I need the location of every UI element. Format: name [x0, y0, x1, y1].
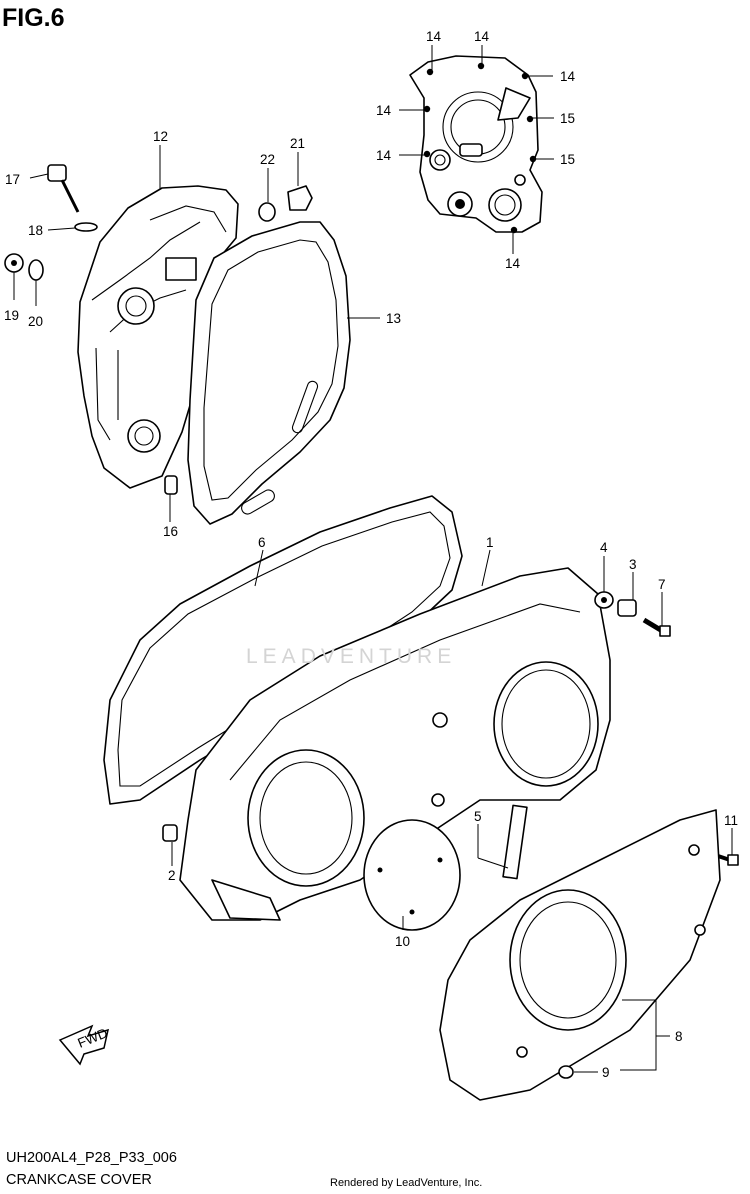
dowel-pin-16: [164, 475, 178, 495]
forward-arrow-icon: FWD: [58, 1024, 110, 1066]
seal-4: [594, 591, 614, 609]
leader-lines: [13, 45, 733, 1073]
callout-10: 10: [395, 934, 410, 949]
callout-14: 14: [560, 69, 576, 84]
dowel-2: [162, 824, 178, 842]
clutch-cover-gasket-6: [103, 495, 463, 805]
callout-16: 16: [163, 524, 178, 539]
callout-13: 13: [386, 311, 401, 326]
plug-21: [287, 185, 313, 211]
crankcase-cover-12: [77, 185, 239, 489]
callout-9: 9: [602, 1065, 610, 1080]
oil-filler-plug-17: [47, 164, 80, 213]
o-ring-22: [258, 202, 276, 222]
callout-14: 14: [376, 103, 392, 118]
damper-5: [502, 804, 528, 880]
callout-1: 1: [486, 535, 494, 550]
callout-18: 18: [28, 223, 43, 238]
watermark-text: LEADVENTURE: [246, 645, 457, 668]
o-ring-18: [74, 222, 98, 232]
callout-5: 5: [474, 809, 482, 824]
callout-14: 14: [376, 148, 392, 163]
callout-2: 2: [168, 868, 176, 883]
callout-15: 15: [560, 152, 575, 167]
callout-11: 11: [724, 813, 738, 828]
callout-3: 3: [629, 557, 637, 572]
callout-22: 22: [260, 152, 275, 167]
callout-17: 17: [5, 172, 20, 187]
figure-title: FIG.6: [2, 4, 65, 32]
callout-14: 14: [505, 256, 521, 271]
callout-6: 6: [258, 535, 266, 550]
callout-8: 8: [675, 1029, 683, 1044]
cap-10: [363, 819, 461, 931]
model-code: UH200AL4_P28_P33_006: [6, 1150, 177, 1166]
render-credit: Rendered by LeadVenture, Inc.: [330, 1177, 483, 1189]
callout-labels: 14 14 14 14 14 15 15 14 12 13 17 18 19 2…: [4, 29, 738, 1080]
callout-15: 15: [560, 111, 575, 126]
callout-14: 14: [426, 29, 442, 44]
callout-14: 14: [474, 29, 490, 44]
callout-20: 20: [28, 314, 43, 329]
bolt-7: [642, 617, 671, 637]
callout-21: 21: [290, 136, 305, 151]
callout-7: 7: [658, 577, 666, 592]
clutch-cover-1: [179, 567, 611, 921]
gasket-13: [187, 221, 351, 525]
group-name: CRANKCASE COVER: [6, 1172, 152, 1188]
dowel-9: [558, 1065, 574, 1079]
plug-19: [4, 253, 24, 273]
callout-12: 12: [153, 129, 168, 144]
callout-19: 19: [4, 308, 19, 323]
right-crankcase-cover: [409, 55, 543, 234]
callout-4: 4: [600, 540, 608, 555]
bushing-3: [617, 599, 637, 617]
o-ring-20: [28, 259, 44, 281]
outer-cover-8: [439, 809, 721, 1101]
